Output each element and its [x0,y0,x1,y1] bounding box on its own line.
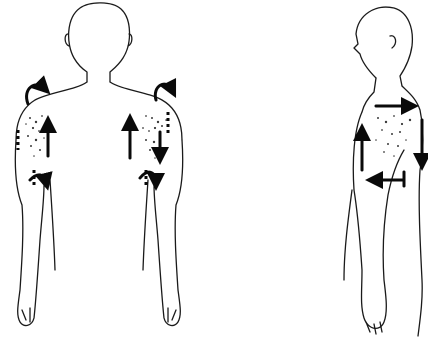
lateral-deltoid-stipple [375,115,411,157]
front-right-deltoid-stipple [142,115,167,159]
front-right-arm [154,140,183,325]
front-left-deltoid-stipple [25,115,49,157]
lateral-view-figure [344,7,423,336]
front-left-curl-arrow [27,85,44,104]
front-view-figure [15,3,183,326]
front-left-arm [15,140,44,325]
lateral-head [354,7,412,86]
front-left-lower-arrow [30,175,46,182]
front-head [69,3,130,82]
